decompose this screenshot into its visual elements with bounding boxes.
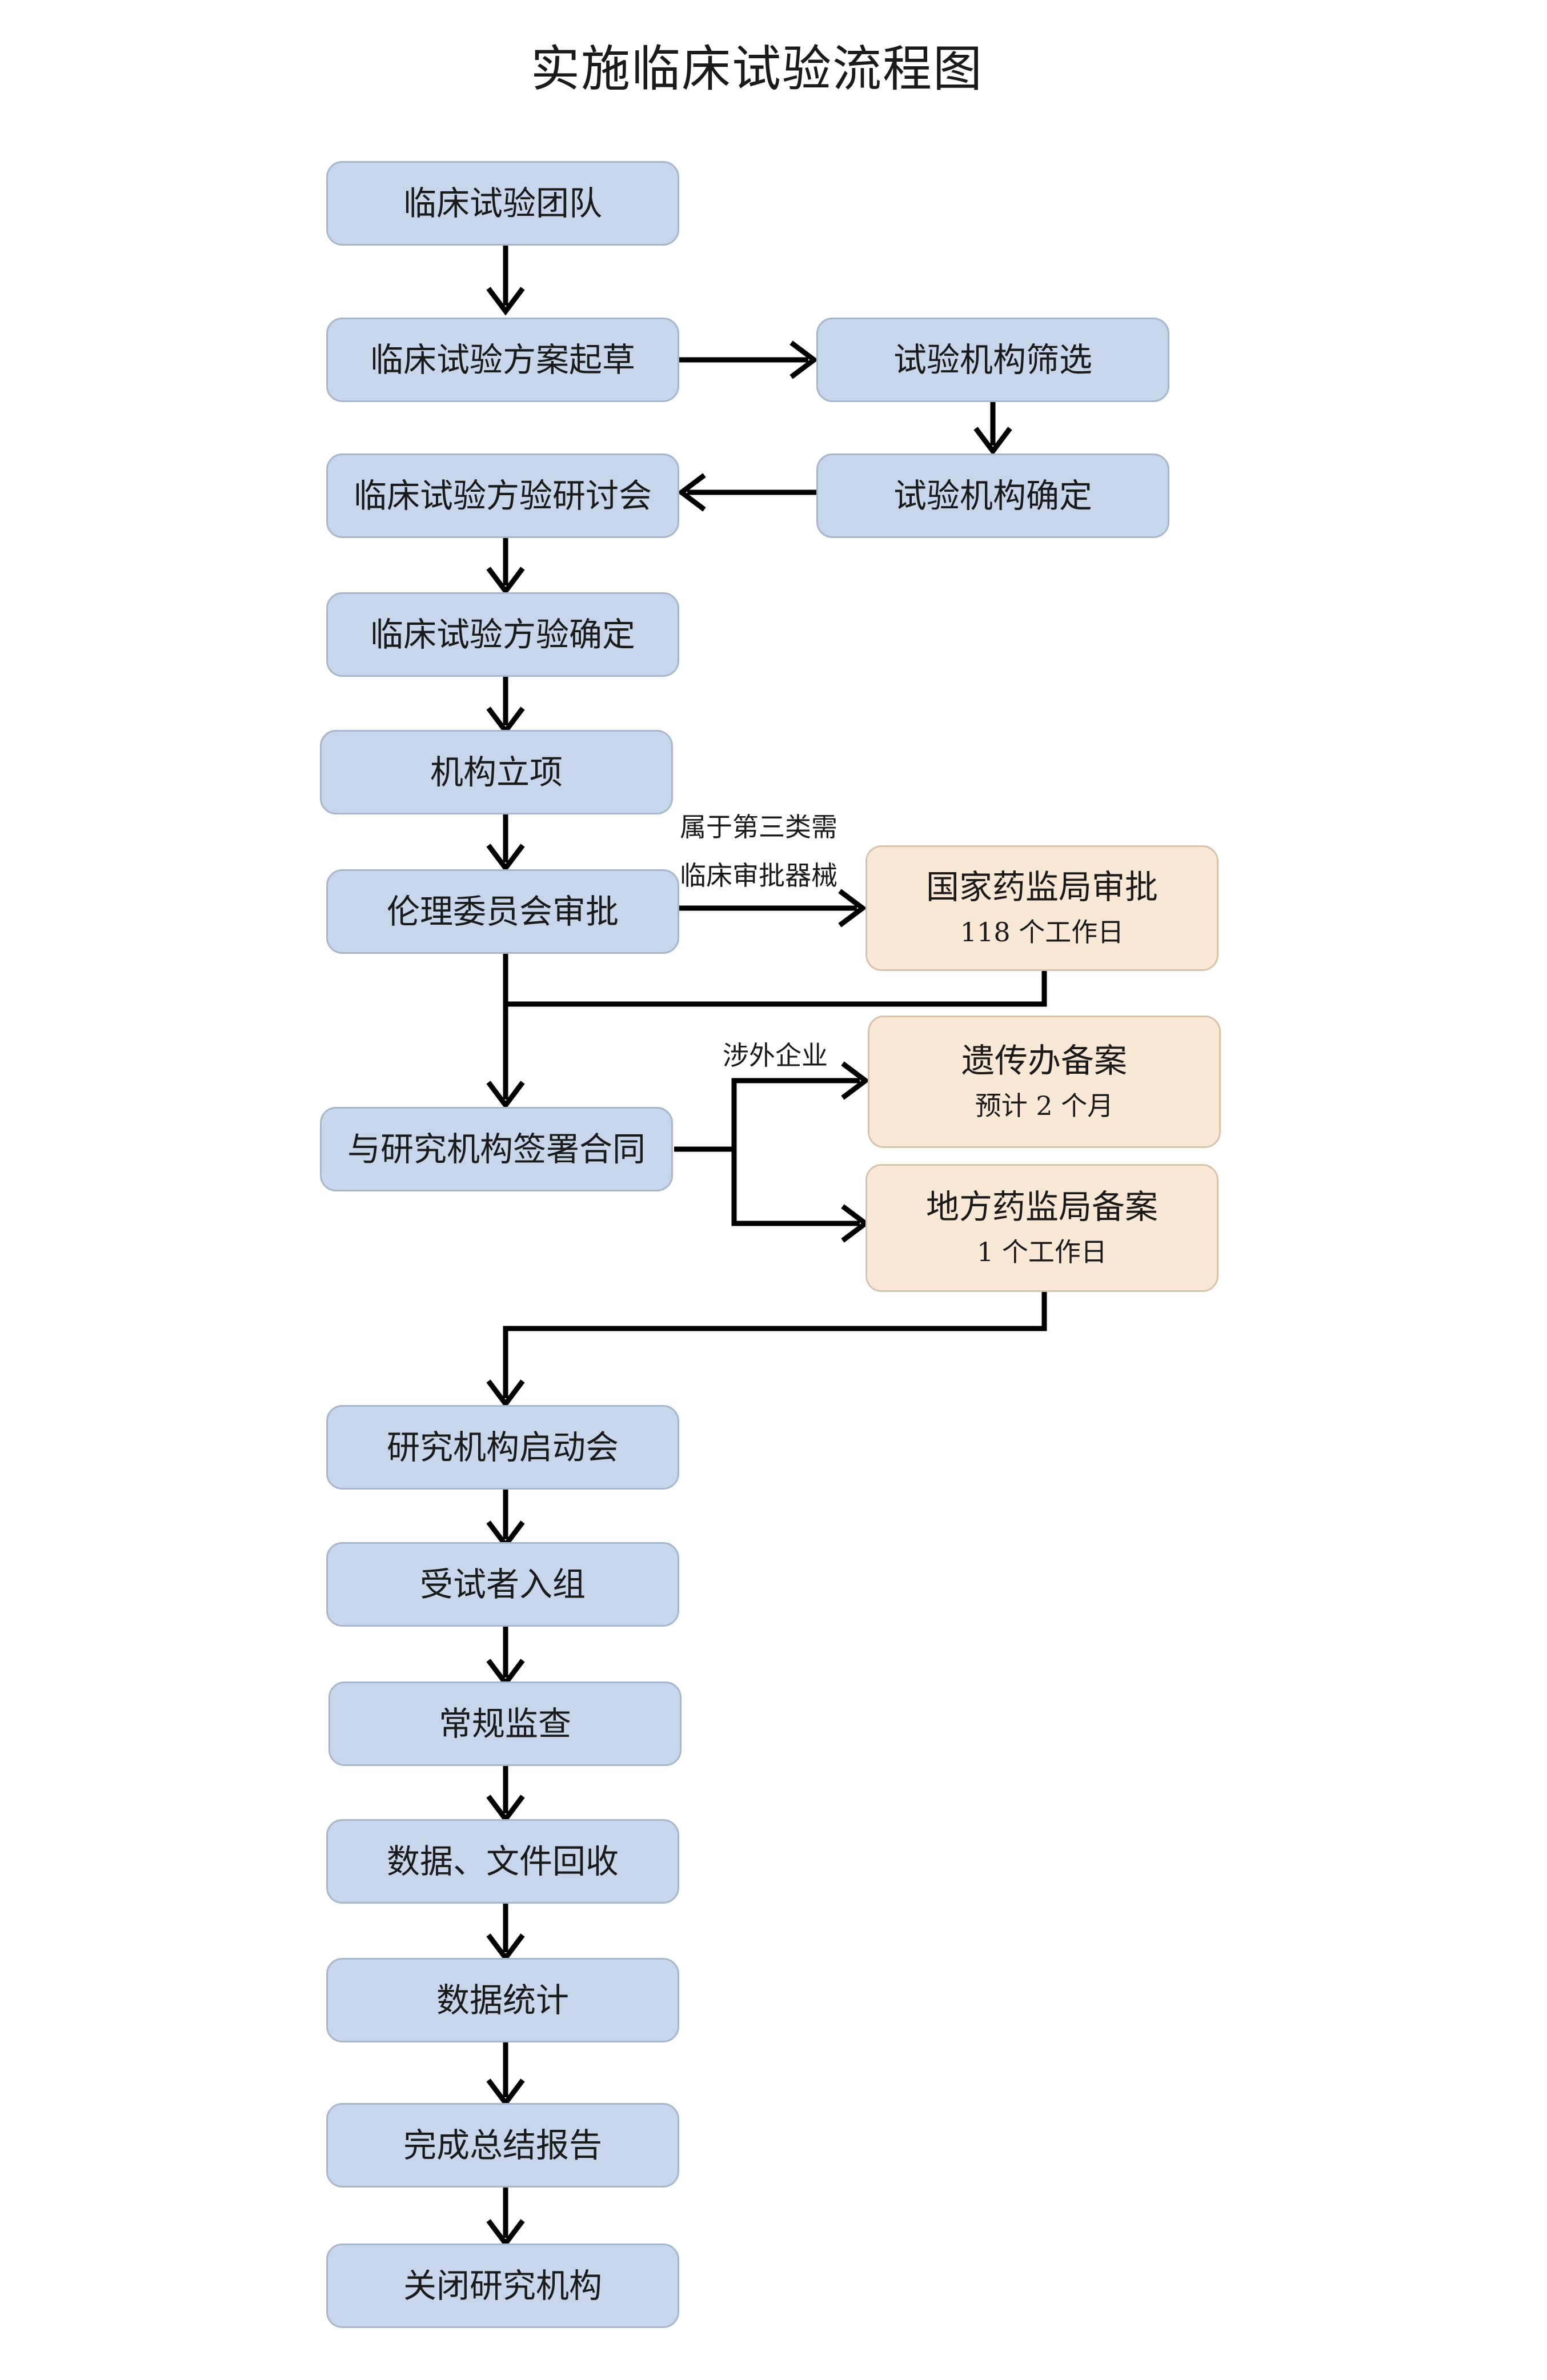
node-label: 遗传办备案 bbox=[961, 1041, 1127, 1080]
node-site-project-approval: 机构立项 bbox=[320, 730, 673, 814]
node-label: 研究机构启动会 bbox=[386, 1427, 619, 1467]
arrowhead bbox=[973, 427, 1012, 456]
node-label: 临床试验方案起草 bbox=[370, 340, 635, 379]
edge-label-class3-line2: 临床审批器械 bbox=[680, 860, 837, 891]
edge-local-kickoff bbox=[503, 1292, 1047, 1398]
arrowhead bbox=[486, 1081, 525, 1110]
node-label: 关闭研究机构 bbox=[403, 2266, 602, 2305]
node-duration: 1 个工作日 bbox=[977, 1237, 1107, 1268]
arrowhead bbox=[486, 844, 525, 873]
node-genetic-office-filing: 遗传办备案 预计 2 个月 bbox=[868, 1016, 1221, 1148]
node-subject-enrollment: 受试者入组 bbox=[326, 1542, 679, 1627]
arrowhead bbox=[486, 287, 525, 316]
node-site-screening: 试验机构筛选 bbox=[816, 318, 1169, 402]
edge-branch-local bbox=[731, 1149, 860, 1226]
node-protocol-drafting: 临床试验方案起草 bbox=[326, 318, 679, 402]
node-duration: 118 个工作日 bbox=[960, 917, 1124, 948]
node-data-document-collection: 数据、文件回收 bbox=[326, 1819, 679, 1904]
arrowhead bbox=[677, 473, 706, 512]
node-clinical-trial-team: 临床试验团队 bbox=[326, 161, 679, 246]
node-label: 试验机构筛选 bbox=[893, 340, 1092, 379]
node-site-kickoff-meeting: 研究机构启动会 bbox=[326, 1405, 679, 1490]
node-close-site: 关闭研究机构 bbox=[326, 2243, 679, 2328]
diagram-title: 实施临床试验流程图 bbox=[531, 41, 983, 98]
node-label: 机构立项 bbox=[430, 752, 563, 792]
edge-nmpa-return bbox=[506, 971, 1047, 1007]
node-label: 常规监查 bbox=[438, 1704, 571, 1743]
node-label: 临床试验方验研讨会 bbox=[353, 476, 652, 515]
node-label: 试验机构确定 bbox=[893, 476, 1092, 515]
node-label: 受试者入组 bbox=[419, 1564, 586, 1604]
node-local-nmpa-filing: 地方药监局备案 1 个工作日 bbox=[865, 1164, 1219, 1292]
arrowhead bbox=[841, 1061, 870, 1100]
node-label: 伦理委员会审批 bbox=[386, 892, 619, 931]
node-label: 地方药监局备案 bbox=[925, 1187, 1158, 1226]
node-label: 完成总结报告 bbox=[403, 2125, 602, 2165]
node-contract-signing: 与研究机构签署合同 bbox=[320, 1107, 673, 1191]
node-final-report: 完成总结报告 bbox=[326, 2103, 679, 2188]
node-label: 与研究机构签署合同 bbox=[347, 1129, 646, 1169]
node-label: 国家药监局审批 bbox=[925, 867, 1158, 906]
node-label: 数据、文件回收 bbox=[386, 1841, 619, 1881]
node-site-confirmation: 试验机构确定 bbox=[816, 453, 1169, 538]
node-protocol-confirmation: 临床试验方验确定 bbox=[326, 592, 679, 677]
edge-label-foreign-enterprise: 涉外企业 bbox=[723, 1040, 828, 1071]
arrowhead bbox=[789, 340, 819, 379]
node-routine-monitoring: 常规监查 bbox=[328, 1681, 682, 1766]
edge-branch-genetic bbox=[731, 1078, 860, 1222]
edge-label-class3-line1: 属于第三类需 bbox=[680, 812, 837, 842]
arrowhead bbox=[838, 889, 867, 928]
node-data-statistics: 数据统计 bbox=[326, 1958, 679, 2042]
node-nmpa-approval: 国家药监局审批 118 个工作日 bbox=[865, 845, 1219, 971]
node-duration: 预计 2 个月 bbox=[975, 1090, 1114, 1122]
arrowhead bbox=[486, 1379, 525, 1408]
node-protocol-seminar: 临床试验方验研讨会 bbox=[326, 453, 679, 538]
arrowhead bbox=[486, 567, 525, 596]
node-label: 数据统计 bbox=[436, 1980, 569, 2020]
node-label: 临床试验方验确定 bbox=[370, 615, 635, 654]
node-ethics-committee-approval: 伦理委员会审批 bbox=[326, 869, 679, 954]
node-label: 临床试验团队 bbox=[403, 183, 602, 223]
